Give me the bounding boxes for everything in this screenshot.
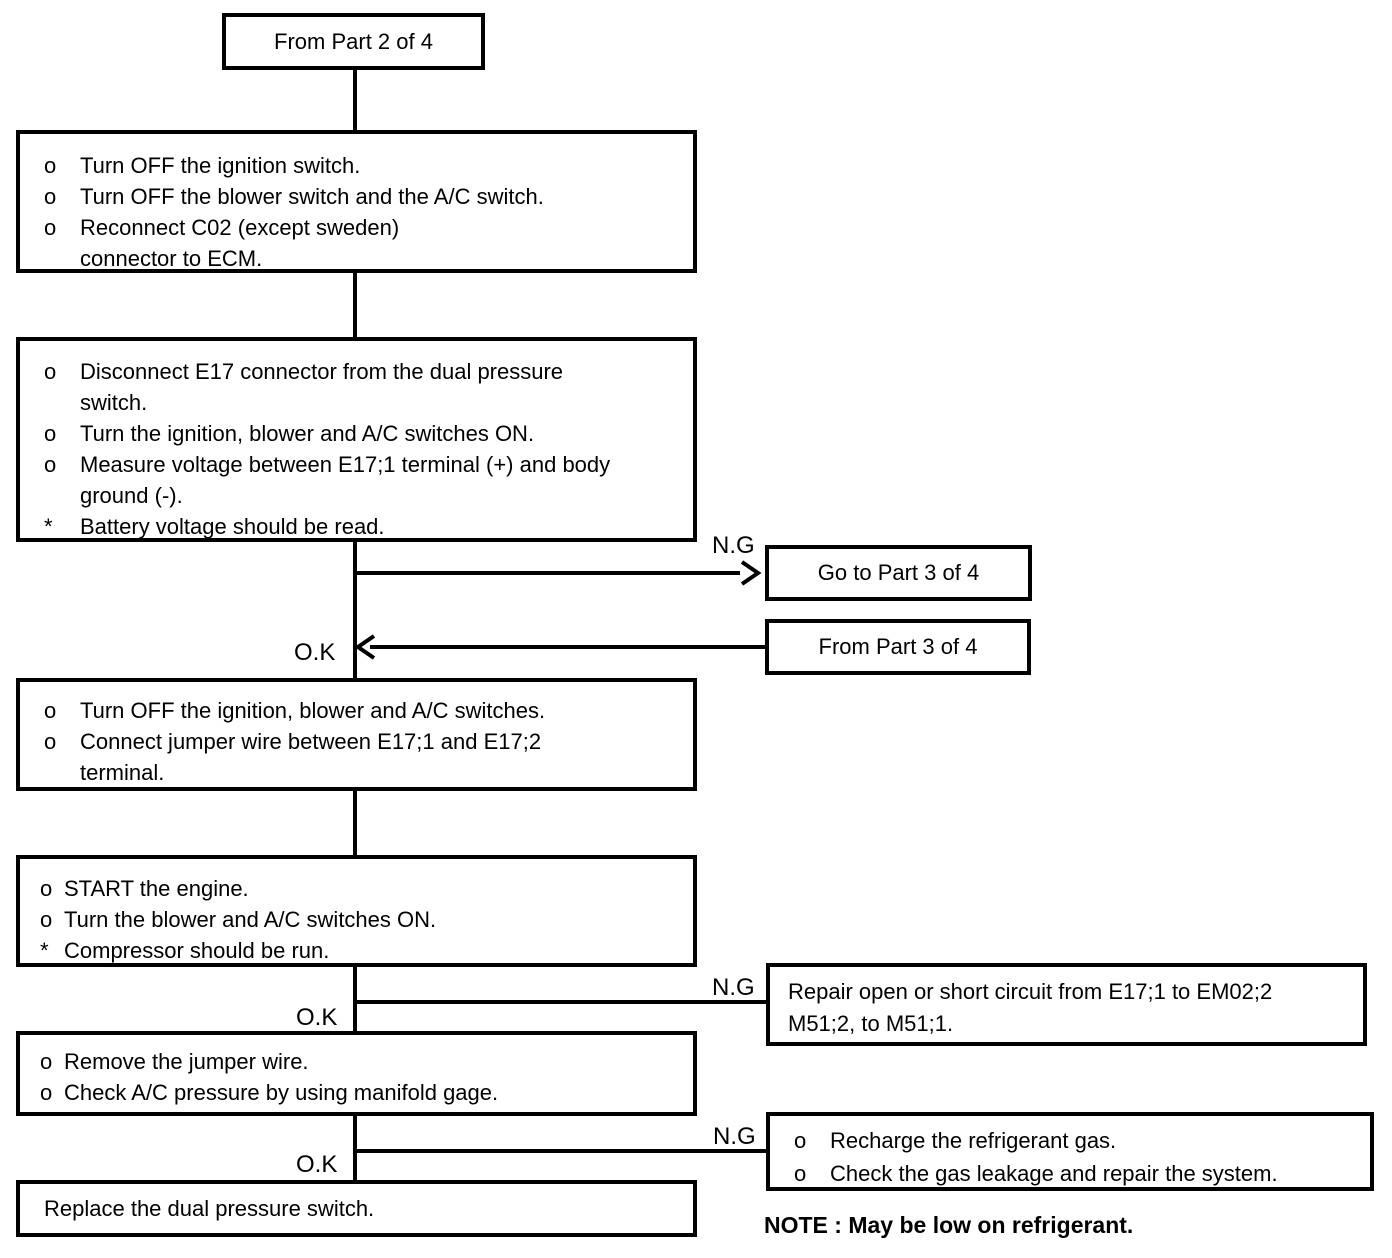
process-step-3: o Turn OFF the ignition, blower and A/C …: [16, 678, 697, 791]
step-line: o Connect jumper wire between E17;1 and …: [44, 726, 685, 757]
step-line-text: Connect jumper wire between E17;1 and E1…: [80, 729, 542, 754]
arrow-right-icon: [740, 560, 762, 586]
step-line: o Turn OFF the ignition switch.: [44, 150, 685, 181]
goto-part3-label: Go to Part 3 of 4: [817, 560, 980, 585]
step-line: ground (-).: [44, 480, 685, 511]
step-line-text: connector to ECM.: [80, 246, 263, 271]
step-line: o Turn the blower and A/C switches ON.: [40, 904, 685, 935]
step-line-text: Turn OFF the ignition, blower and A/C sw…: [80, 698, 546, 723]
bullet-marker: o: [40, 876, 53, 901]
start-node: From Part 2 of 4: [222, 13, 485, 70]
bullet-marker: o: [794, 1128, 807, 1153]
connector-step1-step2-line: [353, 271, 357, 339]
bullet-marker: [44, 243, 80, 274]
ng-result-line: Repair open or short circuit from E17;1 …: [788, 979, 1273, 1004]
bullet-marker: o: [44, 421, 57, 446]
bullet-marker: [44, 757, 80, 788]
step-line: connector to ECM.: [44, 243, 685, 274]
note-text: NOTE : May be low on refrigerant.: [764, 1212, 1134, 1238]
bullet-marker: o: [44, 184, 57, 209]
ng-result-line: o Recharge the refrigerant gas.: [794, 1124, 1362, 1157]
bullet-marker: o: [44, 698, 57, 723]
from-part3-node: From Part 3 of 4: [765, 619, 1031, 675]
step-line: * Compressor should be run.: [40, 935, 685, 966]
process-step-2: o Disconnect E17 connector from the dual…: [16, 337, 697, 542]
step-line: o Turn the ignition, blower and A/C swit…: [44, 418, 685, 449]
ng-result-line-text: Check the gas leakage and repair the sys…: [830, 1161, 1278, 1186]
bullet-marker: o: [44, 359, 57, 384]
process-step-1: o Turn OFF the ignition switch. o Turn O…: [16, 130, 697, 273]
step-line-text: Measure voltage between E17;1 terminal (…: [80, 452, 611, 477]
step-line: terminal.: [44, 757, 685, 788]
ng-branch3-line: [355, 1149, 768, 1153]
bullet-marker: o: [44, 215, 57, 240]
connector-start-step1-line: [353, 66, 357, 132]
terminal-node-label: Replace the dual pressure switch.: [44, 1195, 375, 1221]
step-line: o Disconnect E17 connector from the dual…: [44, 356, 685, 387]
bullet-marker: o: [44, 153, 57, 178]
connector-step5-final-line: [353, 1113, 357, 1182]
step-line-text: Remove the jumper wire.: [64, 1049, 309, 1074]
ng-branch1-line: [355, 571, 740, 575]
step-line: * Battery voltage should be read.: [44, 511, 685, 542]
bullet-marker: *: [44, 514, 53, 539]
bullet-marker: o: [40, 1049, 53, 1074]
step-line-text: ground (-).: [80, 483, 183, 508]
ng-label-1: N.G: [712, 532, 755, 559]
ng-label-3: N.G: [713, 1123, 756, 1150]
step-line-text: Battery voltage should be read.: [80, 514, 385, 539]
step-line-text: Turn the blower and A/C switches ON.: [64, 907, 437, 932]
connector-step2-step3-line: [353, 540, 357, 680]
step-line: o START the engine.: [40, 873, 685, 904]
bullet-marker: [44, 387, 80, 418]
step-line-text: Compressor should be run.: [64, 938, 330, 963]
step-line-text: Turn OFF the blower switch and the A/C s…: [80, 184, 544, 209]
ng-result-line: M51;2, to M51;1.: [788, 1011, 954, 1036]
step-line: o Measure voltage between E17;1 terminal…: [44, 449, 685, 480]
step-line: switch.: [44, 387, 685, 418]
process-step-4: o START the engine. o Turn the blower an…: [16, 855, 697, 967]
terminal-node-replace-switch: Replace the dual pressure switch.: [16, 1180, 697, 1237]
ng-result-line-text: Recharge the refrigerant gas.: [830, 1128, 1117, 1153]
step-line-text: START the engine.: [64, 876, 249, 901]
step-line-text: switch.: [80, 390, 148, 415]
bullet-marker: o: [44, 729, 57, 754]
step-line: o Remove the jumper wire.: [40, 1046, 685, 1077]
ok-label-3: O.K: [296, 1151, 338, 1178]
ok-label-1: O.K: [294, 639, 336, 666]
step-line: o Turn OFF the ignition, blower and A/C …: [44, 695, 685, 726]
bullet-marker: o: [44, 452, 57, 477]
ok-label-2: O.K: [296, 1004, 338, 1031]
connector-step3-step4-line: [353, 789, 357, 857]
start-node-label: From Part 2 of 4: [274, 28, 433, 54]
step-line-text: Disconnect E17 connector from the dual p…: [80, 359, 564, 384]
step-line-text: Reconnect C02 (except sweden): [80, 215, 400, 240]
from-part3-label: From Part 3 of 4: [818, 634, 978, 659]
arrow-left-icon: [354, 634, 376, 660]
step-line: o Turn OFF the blower switch and the A/C…: [44, 181, 685, 212]
bullet-marker: o: [794, 1161, 807, 1186]
ok-return-line: [370, 645, 767, 649]
step-line: o Check A/C pressure by using manifold g…: [40, 1077, 685, 1108]
bullet-marker: [44, 480, 80, 511]
bullet-marker: *: [40, 938, 49, 963]
bullet-marker: o: [40, 907, 53, 932]
ng-branch2-line: [355, 1000, 768, 1004]
bullet-marker: o: [40, 1080, 53, 1105]
ng-result-line: o Check the gas leakage and repair the s…: [794, 1157, 1362, 1190]
ng-label-2: N.G: [712, 974, 755, 1001]
step-line-text: Turn the ignition, blower and A/C switch…: [80, 421, 535, 446]
step-line: o Reconnect C02 (except sweden): [44, 212, 685, 243]
process-step-5: o Remove the jumper wire. o Check A/C pr…: [16, 1031, 697, 1116]
ng-result-repair-circuit-node: Repair open or short circuit from E17;1 …: [766, 963, 1367, 1046]
ng-result-recharge-gas-node: o Recharge the refrigerant gas. o Check …: [766, 1112, 1374, 1191]
step-line-text: Check A/C pressure by using manifold gag…: [64, 1080, 499, 1105]
step-line-text: Turn OFF the ignition switch.: [80, 153, 361, 178]
goto-part3-node: Go to Part 3 of 4: [765, 545, 1032, 601]
connector-step4-step5-line: [353, 965, 357, 1033]
step-line-text: terminal.: [80, 760, 165, 785]
